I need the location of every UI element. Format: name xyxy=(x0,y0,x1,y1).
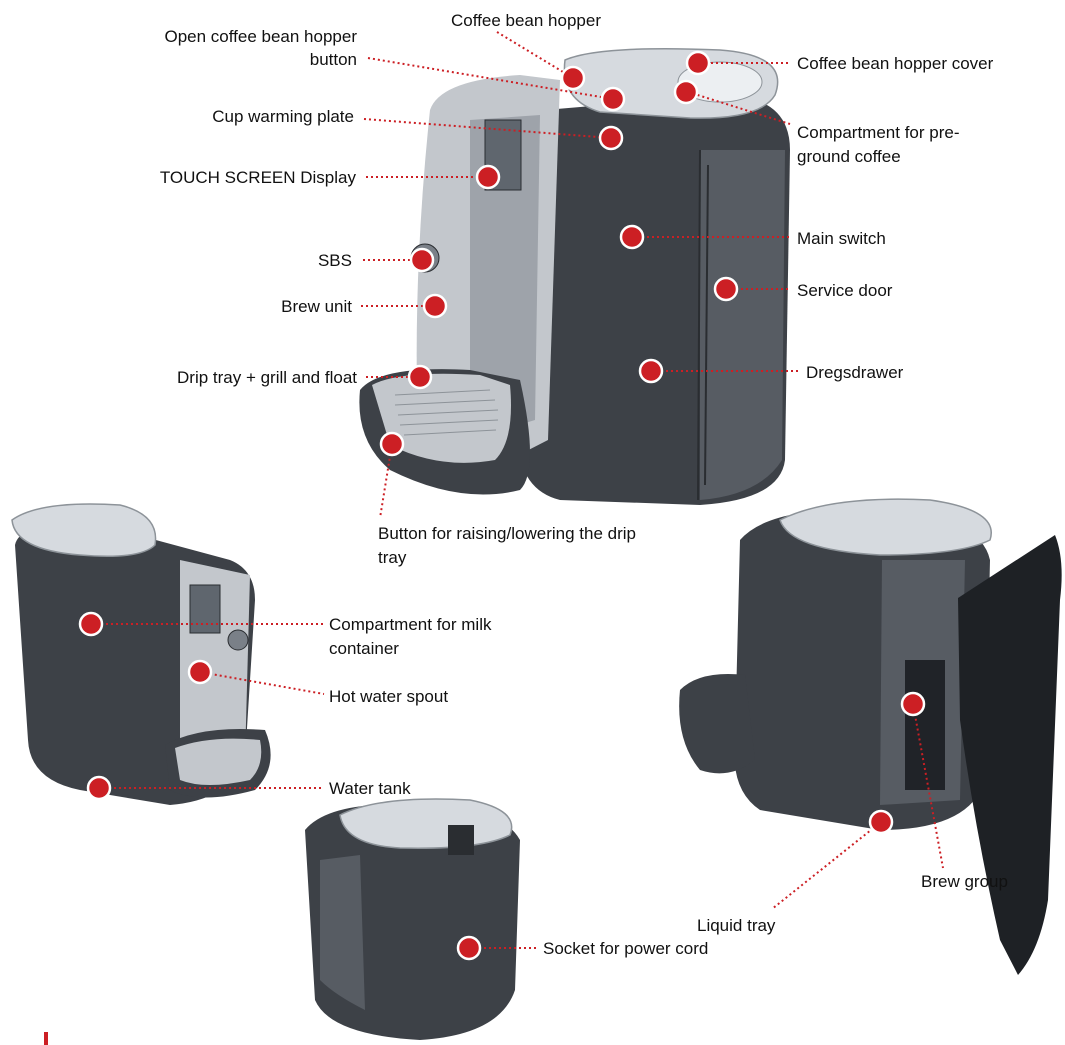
dot-dregsdrawer xyxy=(638,358,664,384)
label-socket: Socket for power cord xyxy=(543,939,708,958)
label-preground-line2: ground coffee xyxy=(797,147,901,166)
dot-socket xyxy=(456,935,482,961)
dot-drip-tray xyxy=(407,364,433,390)
dot-main-switch xyxy=(619,224,645,250)
dot-water-tank xyxy=(86,775,112,801)
dot-brew-group xyxy=(900,691,926,717)
dot-milk-container xyxy=(78,611,104,637)
rear-machine-illustration xyxy=(305,798,520,1040)
label-coffee-bean-hopper: Coffee bean hopper xyxy=(451,11,601,30)
label-raise-lower-button-line2: tray xyxy=(378,548,407,567)
dot-touch-screen xyxy=(475,164,501,190)
label-dregsdrawer: Dregsdrawer xyxy=(806,363,904,382)
main-machine-illustration xyxy=(359,48,790,505)
label-brew-group: Brew group xyxy=(921,872,1008,891)
dot-raise-lower-button xyxy=(379,431,405,457)
label-open-hopper-button-line2: button xyxy=(310,50,357,69)
side-machine-illustration xyxy=(11,503,271,805)
open-machine-illustration xyxy=(679,498,1062,975)
dot-coffee-bean-hopper xyxy=(560,65,586,91)
label-service-door: Service door xyxy=(797,281,893,300)
label-liquid-tray: Liquid tray xyxy=(697,916,776,935)
label-main-switch: Main switch xyxy=(797,229,886,248)
dot-cup-warming-plate xyxy=(598,125,624,151)
leader-lines xyxy=(91,31,944,949)
label-open-hopper-button-line1: Open coffee bean hopper xyxy=(164,27,357,46)
label-sbs: SBS xyxy=(318,251,352,270)
callout-labels: Coffee bean hopper Open coffee bean hopp… xyxy=(160,11,1008,958)
callout-dots xyxy=(78,50,926,961)
label-drip-tray: Drip tray + grill and float xyxy=(177,368,357,387)
dot-hopper-cover xyxy=(685,50,711,76)
label-hopper-cover: Coffee bean hopper cover xyxy=(797,54,994,73)
corner-mark xyxy=(44,1032,48,1045)
dot-hot-water-spout xyxy=(187,659,213,685)
label-preground-line1: Compartment for pre- xyxy=(797,123,960,142)
label-cup-warming-plate: Cup warming plate xyxy=(212,107,354,126)
dot-service-door xyxy=(713,276,739,302)
label-milk-container-line2: container xyxy=(329,639,399,658)
label-milk-container-line1: Compartment for milk xyxy=(329,615,492,634)
label-hot-water-spout: Hot water spout xyxy=(329,687,448,706)
label-touch-screen: TOUCH SCREEN Display xyxy=(160,168,357,187)
dot-open-hopper-button xyxy=(600,86,626,112)
dot-preground-compartment xyxy=(673,79,699,105)
label-brew-unit: Brew unit xyxy=(281,297,352,316)
dot-brew-unit xyxy=(422,293,448,319)
label-raise-lower-button-line1: Button for raising/lowering the drip xyxy=(378,524,636,543)
dot-liquid-tray xyxy=(868,809,894,835)
dot-sbs xyxy=(409,247,435,273)
label-water-tank: Water tank xyxy=(329,779,411,798)
